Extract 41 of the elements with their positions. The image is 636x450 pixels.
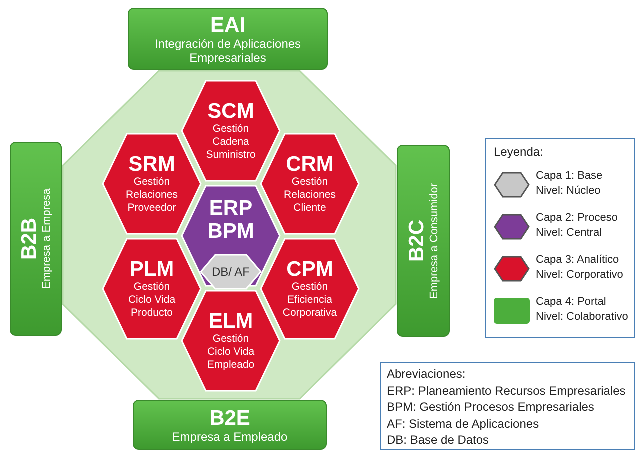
hexagon-tile — [102, 133, 202, 235]
module-description: Empresa a Empleado — [171, 430, 289, 444]
hexagon-tile — [181, 290, 281, 392]
abbreviation-text: ERP: Planeamiento Recursos Empresariales — [387, 382, 627, 399]
hexagon-tile — [260, 238, 360, 340]
module-title: B2C — [406, 220, 428, 262]
module-description: Gestión Ciclo Vida Producto — [127, 281, 177, 320]
abbreviation-text: BPM: Gestión Procesos Empresariales — [387, 399, 596, 416]
abbreviation-text: DB: Base de Datos — [387, 432, 490, 448]
module-title: B2B — [18, 218, 41, 260]
module-title: CRM — [286, 153, 334, 176]
module-description: Integración de Aplicaciones Empresariales — [154, 36, 302, 64]
legend-text: Capa 2: Proceso Nivel: Central — [536, 211, 618, 241]
portal-bar — [397, 145, 450, 337]
legend-text: Capa 4: Portal Nivel: Colaborativo — [536, 295, 628, 325]
module-title: PLM — [130, 258, 174, 281]
module-title: B2E — [210, 406, 250, 430]
module-title: ERP BPM — [206, 197, 256, 243]
module-description: Gestión Relaciones Cliente — [283, 176, 337, 215]
module-description: Gestión Eficiencia Corporativa — [282, 281, 338, 320]
legend-text: Capa 1: Base Nivel: Núcleo — [536, 169, 603, 199]
legend-text: Capa 3: Analítico Nivel: Corporativo — [536, 253, 624, 283]
module-title: SRM — [128, 153, 176, 176]
hexagon-tile — [260, 133, 360, 235]
legend-title: Leyenda: — [494, 145, 544, 159]
module-title: ELM — [208, 310, 254, 333]
module-title: EAI — [210, 14, 246, 36]
portal-bar — [10, 142, 62, 336]
module-description: Empresa a Empresa — [41, 188, 54, 290]
hexagon-tile — [102, 238, 202, 340]
module-description: Gestión Relaciones Proveedor — [125, 176, 179, 215]
module-title: DB/ AF — [212, 264, 250, 280]
module-title: SCM — [208, 100, 254, 123]
module-description: Empresa a Consumidor — [428, 183, 442, 299]
abbreviation-text: AF: Sistema de Aplicaciones — [387, 416, 540, 432]
module-description: Gestión Ciclo Vida Empleado — [206, 333, 256, 372]
module-description: Gestión Cadena Suministro — [205, 123, 257, 162]
abbreviations-title: Abreviaciones: — [387, 366, 467, 382]
module-title: CPM — [286, 258, 334, 281]
portal-bar — [128, 8, 328, 70]
portal-bar — [133, 400, 327, 450]
